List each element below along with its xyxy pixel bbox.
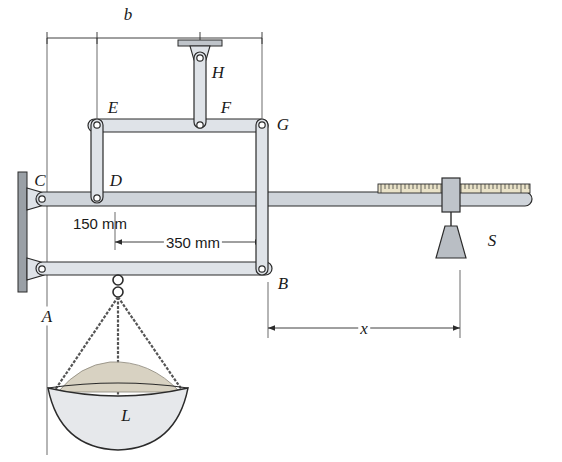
pin — [259, 266, 265, 272]
hook-ring — [113, 287, 123, 297]
part-label: D — [108, 171, 124, 190]
extension-line — [97, 38, 98, 118]
part-label: x — [358, 319, 370, 338]
dimension-label: 350 mm — [164, 234, 222, 251]
pan — [48, 388, 188, 450]
part-label: B — [276, 274, 290, 293]
lever-efg — [88, 119, 268, 132]
slider — [442, 178, 460, 212]
link-gb — [256, 119, 268, 275]
weight — [436, 226, 466, 258]
dimension-line — [47, 38, 262, 39]
pin — [259, 122, 265, 128]
ceiling-plate — [178, 40, 222, 46]
part-label: L — [119, 406, 132, 425]
extension-line — [47, 38, 48, 455]
dimension-label: 150 mm — [71, 215, 129, 232]
link-ed — [91, 119, 103, 203]
part-label: S — [486, 231, 499, 250]
pin — [197, 55, 203, 61]
pin — [197, 122, 203, 128]
pin — [39, 266, 45, 272]
part-label: E — [106, 98, 120, 117]
extension-line — [268, 282, 269, 338]
part-label: A — [40, 307, 54, 326]
link-h — [194, 52, 206, 128]
extension-line — [262, 38, 263, 118]
sand — [58, 362, 180, 392]
lower-bar — [36, 262, 272, 275]
weight-hanger — [450, 212, 451, 226]
hook — [113, 275, 123, 285]
pan-rim — [48, 383, 188, 388]
part-label: C — [32, 171, 47, 190]
part-label: b — [122, 5, 135, 24]
pin — [94, 195, 100, 201]
wall-plate — [18, 172, 27, 292]
part-label: G — [275, 115, 291, 134]
pin — [94, 122, 100, 128]
part-label: F — [219, 98, 233, 117]
pin — [39, 196, 45, 202]
part-label: H — [210, 63, 226, 82]
